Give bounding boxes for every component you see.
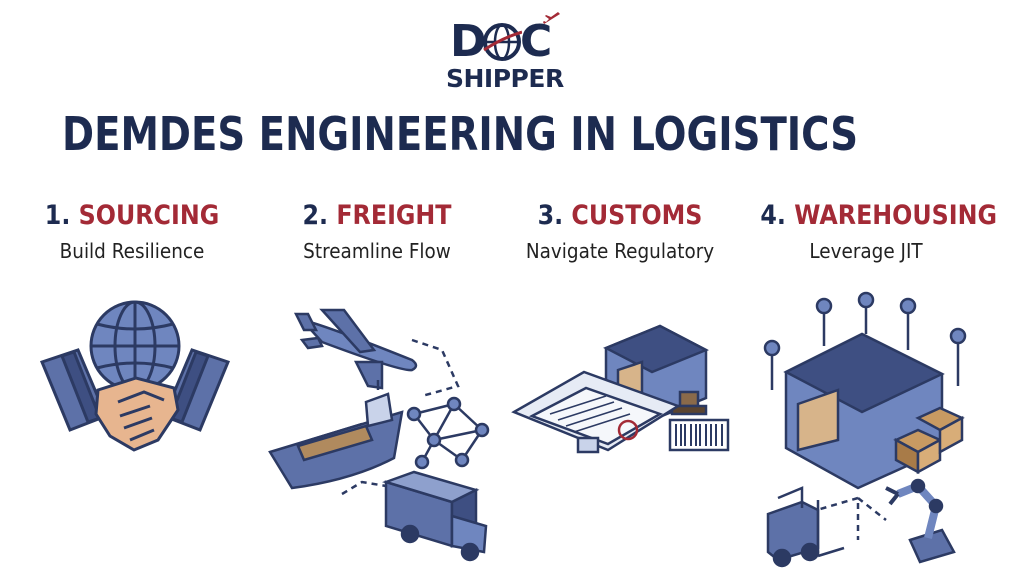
step-freight: 2. FREIGHT Streamline Flow bbox=[257, 196, 497, 266]
cargo-ship-icon bbox=[268, 380, 404, 490]
step-number: 2. bbox=[302, 200, 329, 231]
smart-warehouse-forklift-robot-icon bbox=[763, 291, 967, 568]
step-customs: 3. CUSTOMS Navigate Regulatory bbox=[500, 196, 740, 266]
step-number: 4. bbox=[760, 200, 786, 231]
step-number: 1. bbox=[44, 200, 71, 231]
step-name: CUSTOMS bbox=[571, 200, 703, 231]
airplane-icon bbox=[293, 308, 418, 390]
step-subtitle: Build Resilience bbox=[59, 239, 205, 263]
step-subtitle: Streamline Flow bbox=[303, 239, 451, 263]
handshake-globe-icon bbox=[40, 300, 230, 452]
step-name: WAREHOUSING bbox=[794, 200, 998, 231]
plane-icon bbox=[543, 12, 560, 24]
logo-letter-c: C bbox=[520, 16, 553, 67]
network-icon bbox=[406, 396, 490, 470]
step-name: SOURCING bbox=[78, 200, 220, 231]
customs-documents-warehouse-icon bbox=[511, 324, 730, 454]
airplane-ship-truck-network-icon bbox=[268, 308, 490, 562]
step-name: FREIGHT bbox=[336, 200, 452, 231]
step-number: 3. bbox=[537, 200, 564, 231]
document-icon bbox=[511, 370, 681, 454]
step-heading: 2. FREIGHT bbox=[271, 196, 482, 236]
globe-icon bbox=[483, 23, 522, 61]
robotic-arm-icon bbox=[885, 478, 956, 564]
truck-icon bbox=[382, 470, 488, 562]
step-sourcing: 1. SOURCING Build Resilience bbox=[12, 196, 252, 266]
step-warehousing: 4. WAREHOUSING Leverage JIT bbox=[746, 196, 997, 266]
forklift-icon bbox=[766, 486, 845, 568]
logo-wordmark-bottom: SHIPPER bbox=[446, 64, 564, 93]
boxes-icon bbox=[893, 406, 965, 475]
page-title: DEMDES ENGINEERING IN LOGISTICS bbox=[62, 107, 859, 161]
step-heading: 1. SOURCING bbox=[26, 196, 237, 236]
step-subtitle: Leverage JIT bbox=[809, 239, 923, 263]
logo-letter-d: D bbox=[450, 16, 487, 67]
step-subtitle: Navigate Regulatory bbox=[525, 239, 715, 263]
barcode-icon bbox=[668, 418, 730, 452]
step-heading: 4. WAREHOUSING bbox=[760, 196, 997, 236]
docshipper-logo: D C SHIPPER bbox=[442, 12, 564, 96]
step-heading: 3. CUSTOMS bbox=[514, 196, 725, 236]
logo-wordmark-top: D C bbox=[450, 12, 562, 67]
iot-node-icon bbox=[763, 291, 967, 390]
